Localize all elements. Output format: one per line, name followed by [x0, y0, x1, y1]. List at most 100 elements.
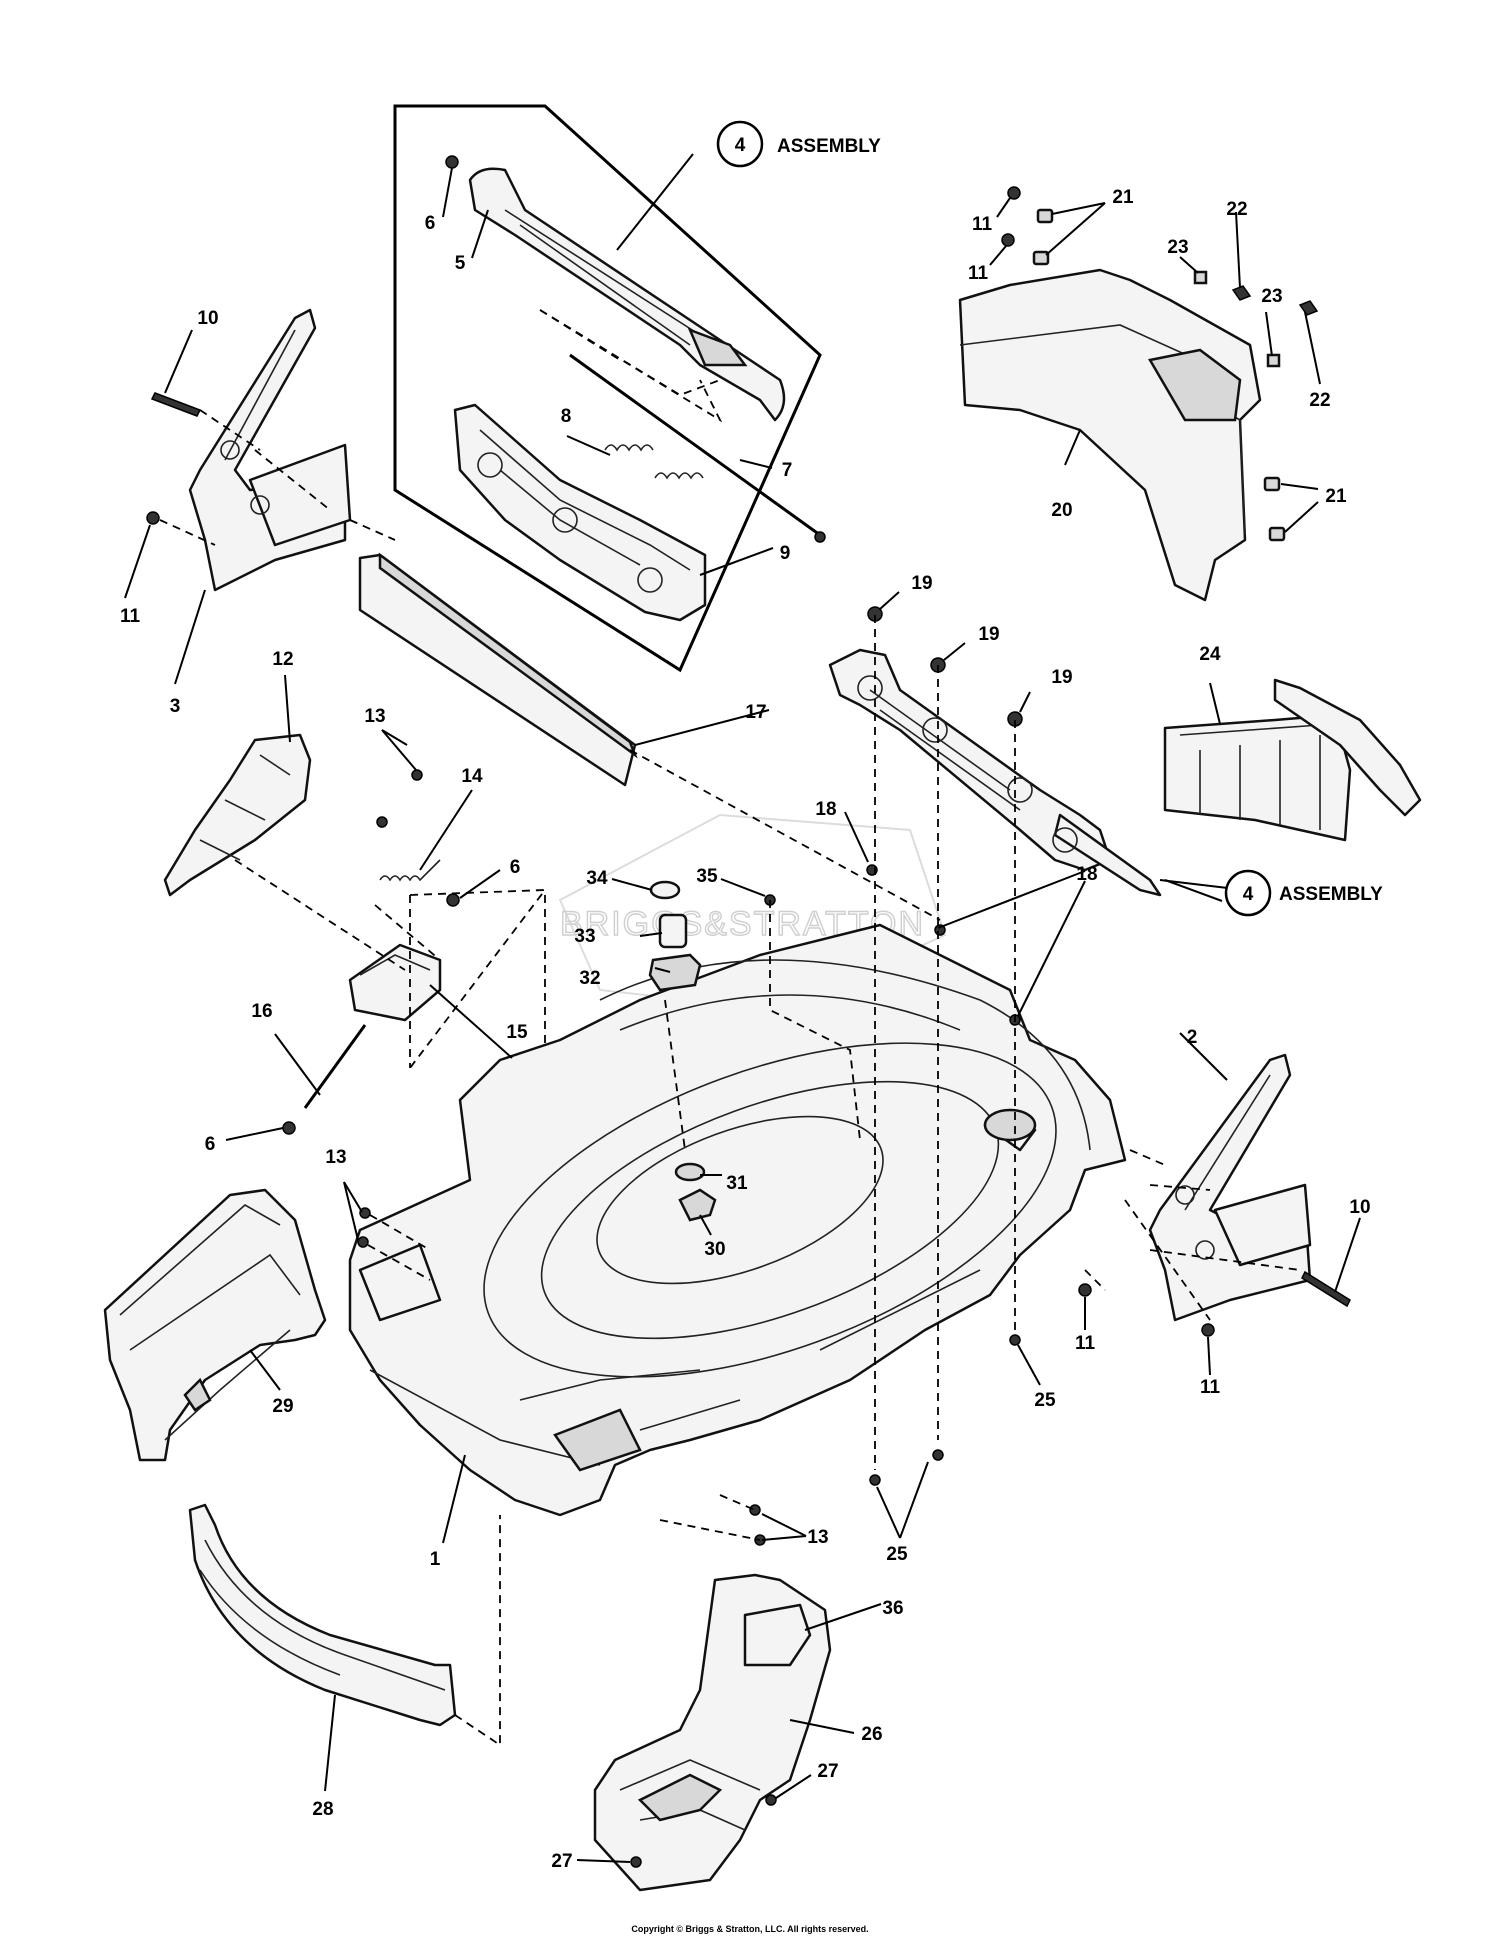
- callout-1: 1: [430, 1549, 441, 1570]
- assembly-callout-right: 4 ASSEMBLY: [1224, 869, 1383, 917]
- callout-22a: 22: [1226, 199, 1247, 220]
- callout-22b: 22: [1309, 390, 1330, 411]
- callout-28: 28: [312, 1799, 333, 1820]
- callout-6c: 6: [205, 1134, 216, 1155]
- assembly-4-outline: [393, 104, 822, 673]
- callout-2: 2: [1187, 1027, 1198, 1048]
- part-33-bushing: [658, 913, 688, 949]
- part-11-bolt-left: [146, 511, 160, 525]
- callout-6a: 6: [425, 213, 436, 234]
- part-31-washer: [674, 1162, 706, 1182]
- part-23-nuts: [1193, 270, 1281, 368]
- part-36-label: [743, 1603, 812, 1667]
- callout-36: 36: [882, 1598, 903, 1619]
- callout-6b: 6: [510, 857, 521, 878]
- part-6-nut-mid: [446, 893, 460, 907]
- callout-11e: 11: [1200, 1377, 1221, 1398]
- assembly-label-right: ASSEMBLY: [1279, 884, 1383, 905]
- callout-5: 5: [455, 253, 466, 274]
- callout-29: 29: [272, 1396, 293, 1417]
- callout-21b: 21: [1325, 486, 1347, 507]
- part-30-nut: [678, 1188, 717, 1222]
- callout-labels: 1 2 3 5 6 6 6 7 8 9 10 10 11 11 11 11 11…: [120, 187, 1371, 1872]
- part-12-mulch-door: [163, 733, 312, 897]
- part-11-bolt-right-a: [1078, 1283, 1092, 1297]
- callout-23a: 23: [1167, 237, 1188, 258]
- part-25-screw-b: [932, 1449, 944, 1461]
- part-14-spring: [379, 859, 441, 882]
- part-11-bolt-top: [1001, 186, 1021, 247]
- assembly-callout-top: 4 ASSEMBLY: [716, 120, 881, 168]
- part-8-springs: [604, 444, 704, 480]
- callout-19b: 19: [978, 624, 999, 645]
- callout-10b: 10: [1349, 1197, 1370, 1218]
- callout-25a: 25: [1034, 1390, 1056, 1411]
- part-17-rear-flap: [358, 552, 638, 787]
- assembly-number-top: 4: [735, 135, 746, 156]
- callout-13c: 13: [807, 1527, 828, 1548]
- part-27-screw-right: [765, 1794, 777, 1806]
- callout-9: 9: [780, 543, 791, 564]
- part-5-cover: [468, 167, 786, 422]
- callout-14: 14: [461, 766, 483, 787]
- callout-31: 31: [726, 1173, 748, 1194]
- part-6-nut-bottom: [282, 1121, 296, 1135]
- part-16-hinge-rod: [303, 1024, 367, 1109]
- part-28-rear-shield: [188, 1503, 457, 1727]
- part-1-mower-deck: [348, 923, 1127, 1517]
- callout-16: 16: [251, 1001, 272, 1022]
- callout-13a: 13: [364, 706, 385, 727]
- part-10-bolt-left: [150, 392, 202, 417]
- callout-8: 8: [561, 406, 572, 427]
- part-34-washer-top: [649, 880, 681, 900]
- part-13-screw-b: [376, 816, 388, 828]
- callout-23b: 23: [1261, 286, 1282, 307]
- leader-lines: [124, 153, 1361, 1863]
- part-10-bolt-right: [1301, 1270, 1351, 1308]
- callout-24: 24: [1199, 644, 1221, 665]
- part-9-bracket: [453, 403, 707, 622]
- copyright-notice: Copyright © Briggs & Stratton, LLC. All …: [631, 1924, 869, 1934]
- callout-12: 12: [272, 649, 293, 670]
- part-4-handle-assembly-installed: [828, 648, 1162, 897]
- part-11-bolt-right-b: [1201, 1323, 1215, 1337]
- callout-20: 20: [1051, 500, 1072, 521]
- callout-30: 30: [704, 1239, 725, 1260]
- part-20-rear-chute: [958, 268, 1262, 602]
- callout-26: 26: [861, 1724, 882, 1745]
- callout-11b: 11: [972, 214, 993, 235]
- callout-25b: 25: [886, 1544, 908, 1565]
- callout-21a: 21: [1112, 187, 1134, 208]
- part-15-hinge-bracket: [348, 943, 442, 1022]
- callout-13b: 13: [325, 1147, 346, 1168]
- part-13-screws-left: [357, 1207, 371, 1248]
- part-25-screw-a: [869, 1474, 881, 1486]
- assembly-label-top: ASSEMBLY: [777, 136, 881, 157]
- callout-27b: 27: [551, 1851, 572, 1872]
- part-13-screw-a: [411, 769, 423, 781]
- callout-10a: 10: [197, 308, 218, 329]
- callout-33: 33: [574, 926, 595, 947]
- assembly-number-right: 4: [1243, 884, 1254, 905]
- callout-18b: 18: [1076, 864, 1097, 885]
- callout-17: 17: [745, 702, 766, 723]
- part-32-mulch-knob: [648, 953, 702, 992]
- callout-19a: 19: [911, 573, 932, 594]
- part-3-height-adjuster-left: [188, 308, 352, 592]
- callout-3: 3: [170, 696, 181, 717]
- part-22-screws: [1231, 285, 1319, 316]
- part-27-screw-left: [630, 1856, 642, 1868]
- callout-11d: 11: [1075, 1333, 1096, 1354]
- part-21-clips-top: [1032, 208, 1054, 266]
- callout-34: 34: [586, 868, 608, 889]
- part-25-screw-right: [1009, 1334, 1021, 1346]
- callout-32: 32: [579, 968, 600, 989]
- callout-19c: 19: [1051, 667, 1072, 688]
- part-7-rod: [569, 353, 826, 543]
- part-21-clips-right: [1263, 476, 1286, 542]
- callout-11a: 11: [120, 606, 141, 627]
- part-6-nut-top: [445, 155, 459, 169]
- part-2-height-adjuster-right: [1148, 1053, 1312, 1322]
- callout-18a: 18: [815, 799, 836, 820]
